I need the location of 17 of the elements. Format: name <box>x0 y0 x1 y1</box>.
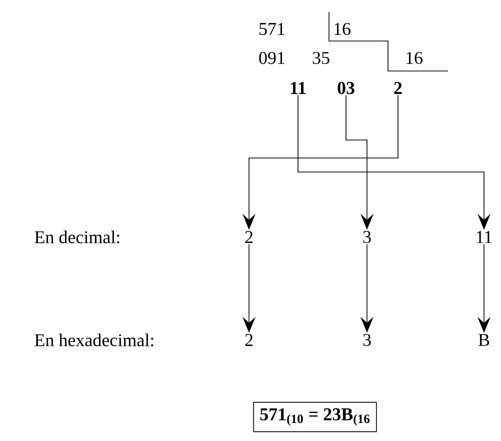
label-text: 091 <box>259 52 284 64</box>
number-text: 11 <box>476 231 492 243</box>
label-text: 571 <box>260 22 284 36</box>
number-text: 2 <box>394 82 402 94</box>
number-text: 2 <box>245 334 253 346</box>
label-text: 35 <box>312 52 330 64</box>
number-text: 3 <box>363 334 371 346</box>
label-text: En hexadecimal: <box>34 334 154 346</box>
number-text: 03 <box>338 82 354 94</box>
label-text: En decimal: <box>34 230 120 244</box>
result-box: 571$_{(10}$ = 23B$_{(16}$ <box>253 402 377 432</box>
number-text: 2 <box>245 231 253 243</box>
label-text: 16 <box>334 22 350 36</box>
number-text: B <box>478 334 490 346</box>
label-text: 16 <box>406 52 422 64</box>
number-text: 11 <box>290 82 306 94</box>
number-text: 3 <box>363 230 371 244</box>
